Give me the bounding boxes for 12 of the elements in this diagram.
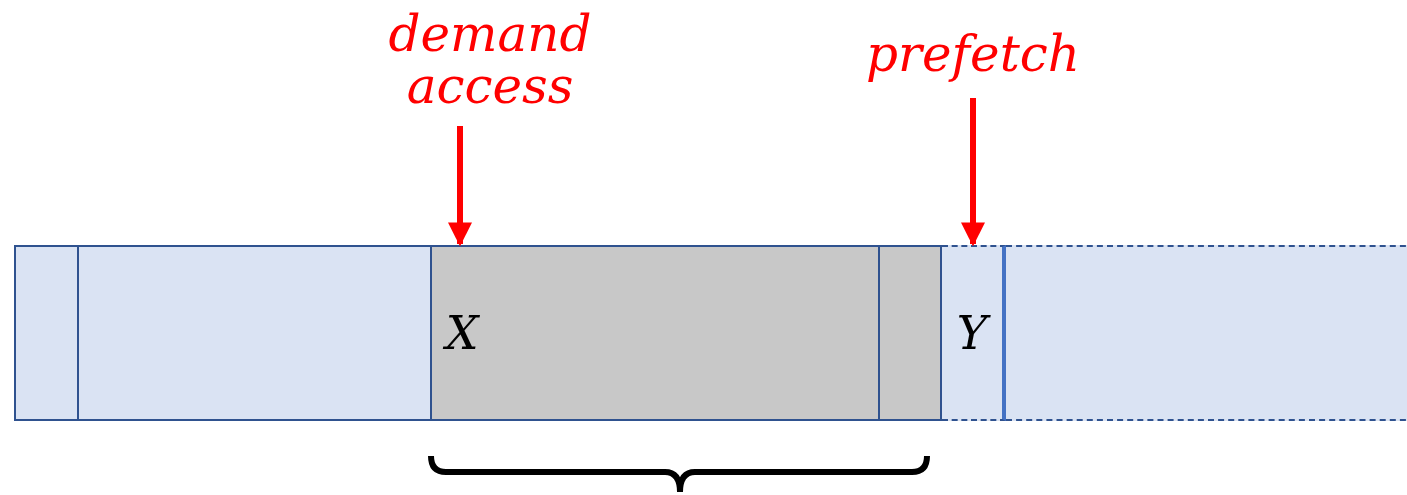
annotation-text: demand access (360, 8, 620, 120)
memory-cell (1006, 245, 1407, 421)
memory-cell (77, 245, 432, 421)
memory-cell (14, 245, 79, 421)
cell-label: X (445, 306, 479, 360)
memory-cell (942, 245, 1006, 421)
memory-cell (878, 245, 942, 421)
arrow (448, 126, 472, 247)
memory-cell (492, 245, 880, 421)
annotation-text: prefetch (840, 28, 1106, 92)
memory-cell (430, 245, 494, 421)
arrow (961, 98, 985, 247)
